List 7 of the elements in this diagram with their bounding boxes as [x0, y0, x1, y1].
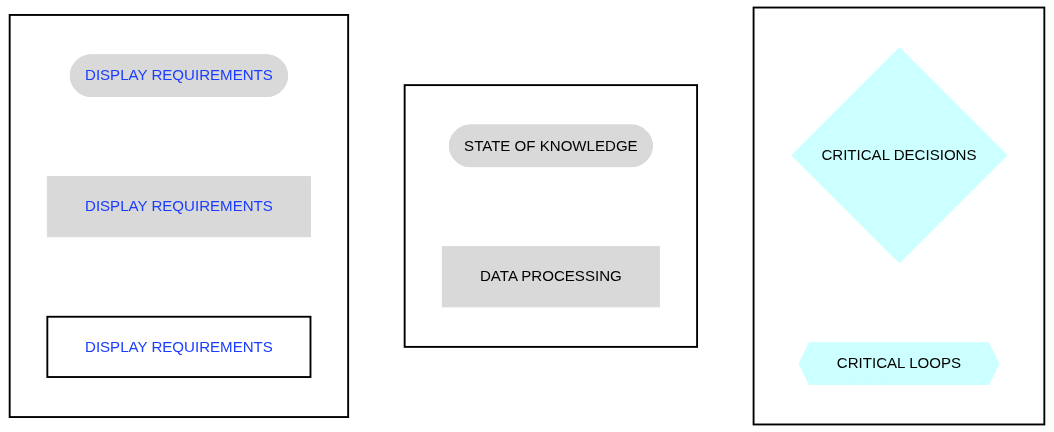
- node-box: DISPLAY REQUIREMENTS: [46, 176, 311, 238]
- cluster: [8, 14, 350, 418]
- node-box: DISPLAY REQUIREMENTS: [46, 315, 312, 378]
- cluster: [752, 6, 1046, 426]
- cluster: [403, 84, 699, 348]
- node-box: DATA PROCESSING: [441, 246, 660, 308]
- node-diamond: CRITICAL DECISIONS: [791, 47, 1008, 264]
